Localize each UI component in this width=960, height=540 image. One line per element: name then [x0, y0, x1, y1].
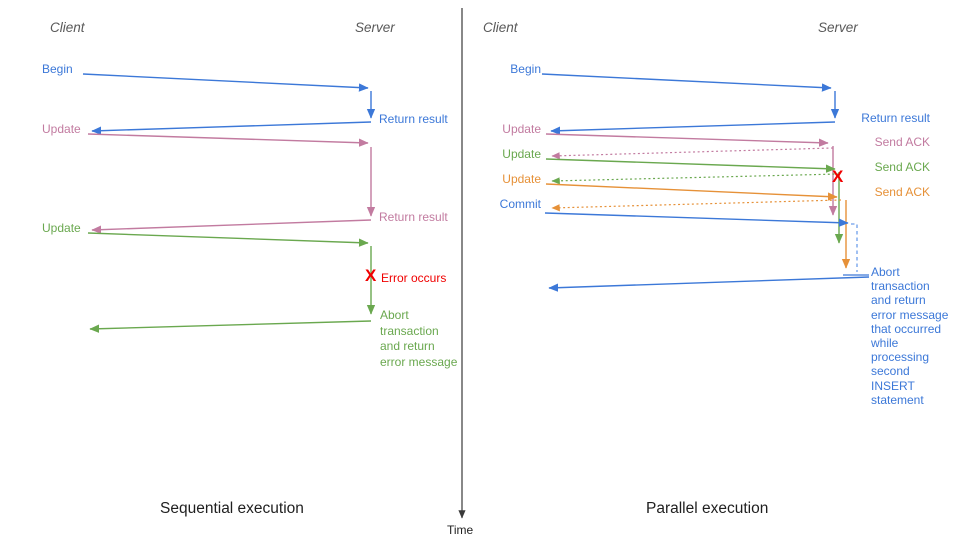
right-update-1-arrow: [545, 133, 829, 147]
left-return-result-1-label: Return result: [379, 112, 448, 126]
left-return-result-2-label: Return result: [379, 210, 448, 224]
right-send-ack-1-label: Send ACK: [874, 135, 930, 149]
left-error-x-icon: X: [365, 266, 377, 285]
left-error-occurs-label: Error occurs: [381, 271, 447, 285]
right-begin-label: Begin: [510, 62, 541, 76]
time-axis-label: Time: [447, 523, 474, 537]
left-return-result-1-arrow: [91, 121, 372, 135]
right-commit-label: Commit: [499, 197, 541, 211]
right-return-result-label: Return result: [861, 111, 930, 125]
right-send-ack-1-arrow: [551, 147, 834, 160]
right-send-ack-3-label: Send ACK: [874, 185, 930, 199]
left-update-1-arrow: [87, 133, 369, 147]
right-server-heading: Server: [818, 20, 858, 35]
left-return-result-2-arrow: [91, 219, 372, 234]
left-client-heading: Client: [50, 20, 85, 35]
right-update-3-arrow: [545, 183, 838, 201]
right-send-ack-3-arrow: [551, 199, 842, 212]
right-send-ack-2-arrow: [551, 173, 840, 185]
right-commit-wait-line: [851, 223, 858, 272]
right-diagram-title: Parallel execution: [646, 500, 769, 517]
right-update-3-label: Update: [502, 172, 541, 186]
right-return-result-arrow: [550, 121, 836, 135]
right-error-x-icon: X: [832, 167, 844, 186]
right-begin-arrow: [541, 73, 832, 92]
left-server-heading: Server: [355, 20, 395, 35]
left-update-2-arrow: [87, 232, 369, 247]
right-update-2-arrow: [545, 158, 836, 173]
right-update-1-label: Update: [502, 122, 541, 136]
left-update-1-label: Update: [42, 122, 81, 136]
left-begin-arrow: [82, 73, 369, 92]
right-client-heading: Client: [483, 20, 518, 35]
right-send-ack-2-label: Send ACK: [874, 160, 930, 174]
left-begin-label: Begin: [42, 62, 73, 76]
right-commit-arrow: [544, 212, 849, 227]
left-update-2-label: Update: [42, 221, 81, 235]
left-abort-label: Abort transaction and return error messa…: [380, 308, 458, 369]
right-abort-label: Abort transaction and return error messa…: [871, 265, 949, 407]
left-diagram-title: Sequential execution: [160, 500, 304, 517]
right-abort-return-arrow: [548, 276, 870, 292]
right-update-2-label: Update: [502, 147, 541, 161]
left-abort-return-arrow: [89, 320, 372, 333]
